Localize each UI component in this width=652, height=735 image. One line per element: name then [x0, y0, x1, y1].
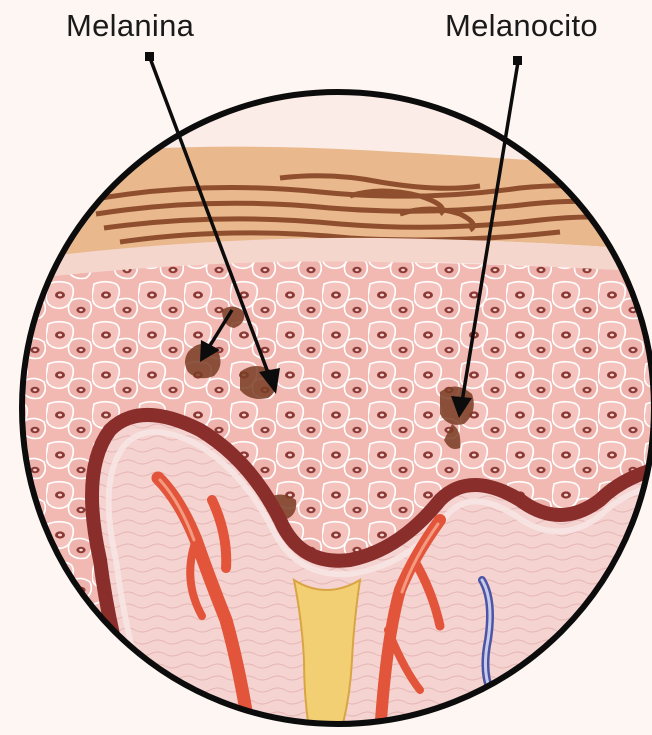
skin-diagram: Melanina Melanocito [0, 0, 652, 735]
skin-cross-section [0, 0, 652, 735]
skin-layers [0, 0, 652, 735]
